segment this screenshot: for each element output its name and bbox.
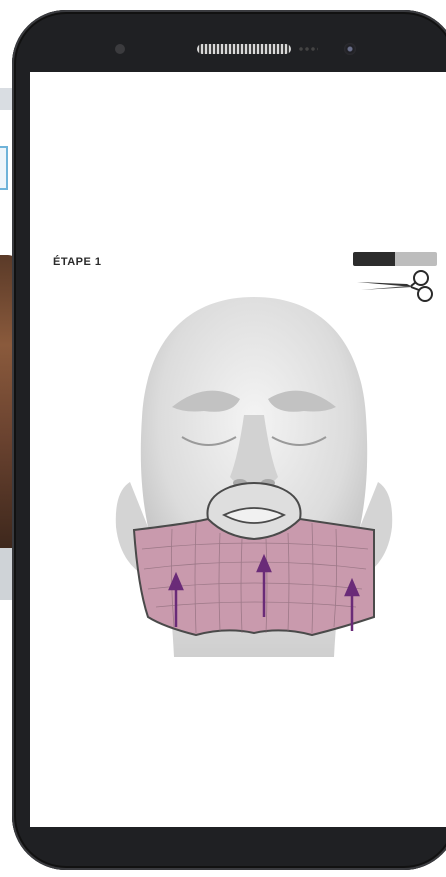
phone-bottom-bezel [12, 825, 446, 870]
proximity-sensor [115, 44, 125, 54]
earpiece-speaker [197, 44, 291, 54]
phone-mockup: ÉTAPE 1 [12, 10, 446, 870]
front-camera [344, 43, 356, 55]
comb-icon [353, 252, 437, 266]
phone-top-bezel [12, 10, 446, 72]
step-title: ÉTAPE 1 [53, 256, 102, 268]
background-input-field [0, 146, 8, 190]
speaker-dots [298, 47, 318, 51]
beard-trim-illustration [112, 287, 396, 657]
phone-screen: ÉTAPE 1 [30, 72, 446, 827]
